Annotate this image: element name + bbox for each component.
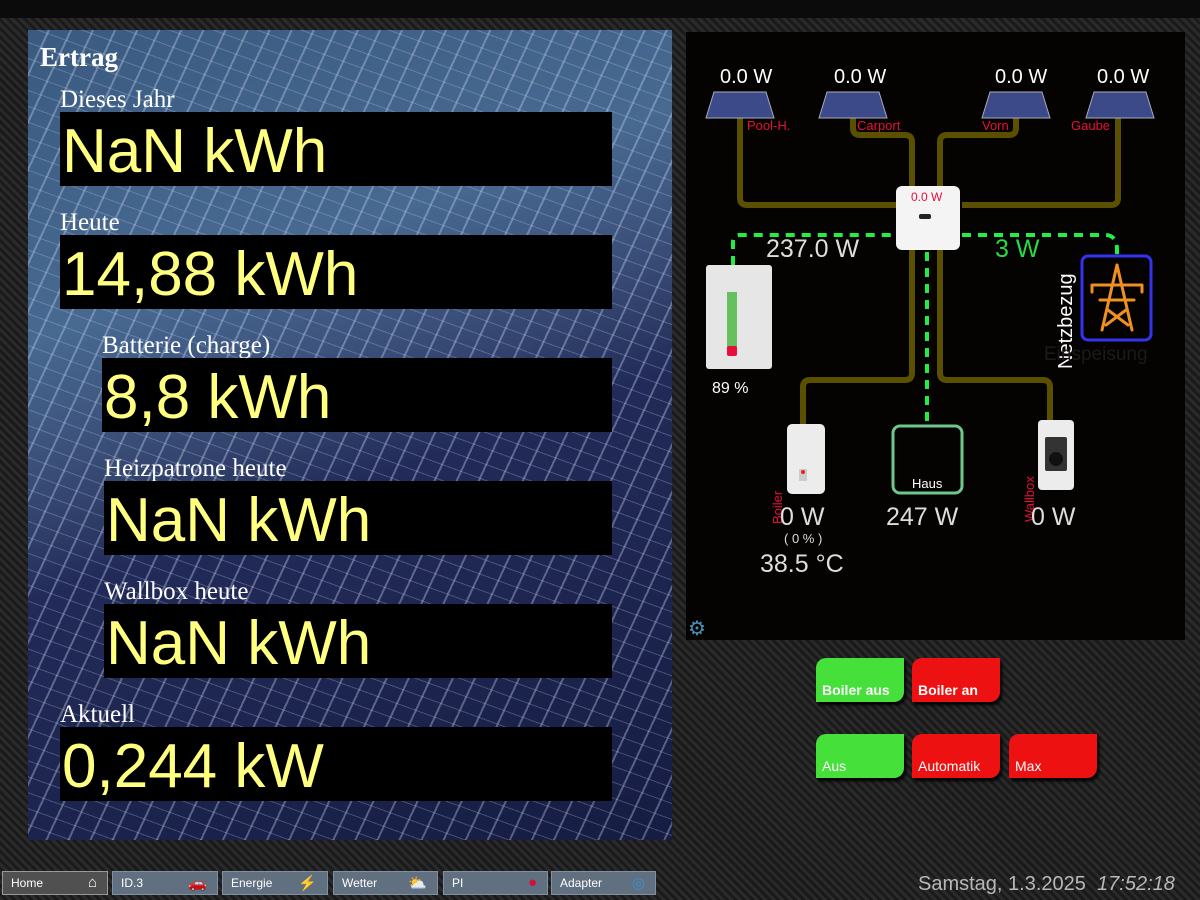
value-wallbox: NaN kWh: [104, 604, 612, 678]
pv-gaube-power: 0.0 W: [1097, 66, 1150, 88]
solar-panel-icon: [981, 91, 1051, 119]
ertrag-panel: Ertrag Dieses Jahr NaN kWh Heute 14,88 k…: [28, 30, 672, 840]
wire-carport: [850, 118, 915, 195]
solar-panel-icon: [818, 91, 888, 119]
mode-aus-button[interactable]: Aus: [816, 734, 904, 778]
house-power: 247 W: [886, 503, 959, 531]
nav-energie-label: Energie: [231, 876, 273, 890]
nav-adapter-label: Adapter: [560, 876, 603, 890]
value-heute: 14,88 kWh: [60, 235, 612, 309]
wire-gaube: [962, 118, 1121, 208]
value-batterie: 8,8 kWh: [102, 358, 612, 432]
nav-home-label: Home: [11, 876, 44, 890]
solar-panel-icon: [1085, 91, 1155, 119]
grid-power: 3 W: [995, 235, 1040, 263]
pv-gaube-name: Gaube: [1071, 118, 1111, 133]
nav-wetter[interactable]: Wetter ⛅: [333, 871, 438, 895]
label-heizpatrone: Heizpatrone heute: [104, 455, 287, 482]
time: 17:52:18: [1097, 873, 1175, 895]
battery-power: 237.0 W: [766, 235, 860, 263]
adapter-icon: ◎: [631, 875, 645, 892]
nav-id3-label: ID.3: [121, 876, 144, 890]
flow-grid: [962, 233, 1119, 256]
wallbox-power: 0 W: [1031, 503, 1076, 531]
value-aktuell: 0,244 kW: [60, 727, 612, 801]
pv-pool-power: 0.0 W: [720, 66, 773, 88]
grid-box: [1080, 254, 1153, 342]
nav-adapter[interactable]: Adapter ◎: [551, 871, 656, 895]
boiler-off-button[interactable]: Boiler aus: [816, 658, 904, 702]
wire-pool: [737, 118, 898, 208]
top-bar: [0, 0, 1200, 18]
nav-energie[interactable]: Energie ⚡: [222, 871, 328, 895]
pv-pool-name: Pool-H.: [747, 118, 791, 133]
nav-home[interactable]: Home ⌂: [2, 871, 108, 895]
boiler-temp: 38.5 °C: [760, 550, 844, 578]
datetime: Samstag, 1.3.2025 17:52:18: [918, 873, 1175, 896]
pv-carport-power: 0.0 W: [834, 66, 887, 88]
flow-battery: [731, 233, 895, 265]
wallbox-icon: [1038, 420, 1074, 490]
label-dieses-jahr: Dieses Jahr: [60, 86, 175, 113]
date: Samstag, 1.3.2025: [918, 873, 1086, 895]
house-box: [891, 424, 964, 495]
mode-automatik-button[interactable]: Automatik: [912, 734, 1000, 778]
value-dieses-jahr: NaN kWh: [60, 112, 612, 186]
boiler-icon: [787, 424, 825, 494]
nav-wetter-label: Wetter: [342, 876, 378, 890]
battery-soc: 89 %: [712, 380, 749, 397]
settings-gear-icon[interactable]: ⚙: [688, 618, 706, 640]
house-name: Haus: [912, 476, 943, 491]
boiler-on-button[interactable]: Boiler an: [912, 658, 1000, 702]
label-heute: Heute: [60, 209, 120, 236]
nav-id3[interactable]: ID.3 🚗: [112, 871, 218, 895]
mode-max-button[interactable]: Max: [1009, 734, 1097, 778]
label-wallbox: Wallbox heute: [104, 578, 249, 605]
home-icon: ⌂: [87, 874, 97, 891]
car-icon: 🚗: [188, 875, 207, 892]
label-batterie: Batterie (charge): [102, 332, 271, 359]
wire-boiler: [800, 250, 915, 425]
value-heizpatrone: NaN kWh: [104, 481, 612, 555]
pv-carport-name: Carport: [857, 118, 901, 133]
pv-panels: [705, 91, 1155, 119]
inverter-power: 0.0 W: [911, 190, 943, 204]
grid-label-alt: Einspeisung: [1044, 344, 1148, 365]
energy-flow-panel: 0.0 W 0.0 W 0.0 W 0.0 W Pool-H. Carport …: [686, 32, 1185, 640]
boiler-power: 0 W: [780, 503, 825, 531]
wire-vorn: [937, 118, 1019, 195]
label-aktuell: Aktuell: [60, 701, 135, 728]
raspberry-icon: ●: [527, 874, 537, 891]
wire-wallbox: [937, 250, 1053, 420]
weather-icon: ⛅: [408, 875, 427, 892]
nav-pi-label: PI: [452, 876, 464, 890]
power-tower-icon: [1090, 263, 1144, 332]
lightning-icon: ⚡: [298, 875, 317, 892]
battery-icon: [706, 265, 772, 369]
boiler-percent: ( 0 % ): [784, 531, 823, 546]
pv-vorn-power: 0.0 W: [995, 66, 1048, 88]
pv-vorn-name: Vorn: [982, 118, 1009, 133]
nav-pi[interactable]: PI ●: [443, 871, 548, 895]
ertrag-title: Ertrag: [40, 42, 118, 72]
solar-panel-icon: [705, 91, 775, 119]
flow-lines: [705, 91, 1155, 495]
